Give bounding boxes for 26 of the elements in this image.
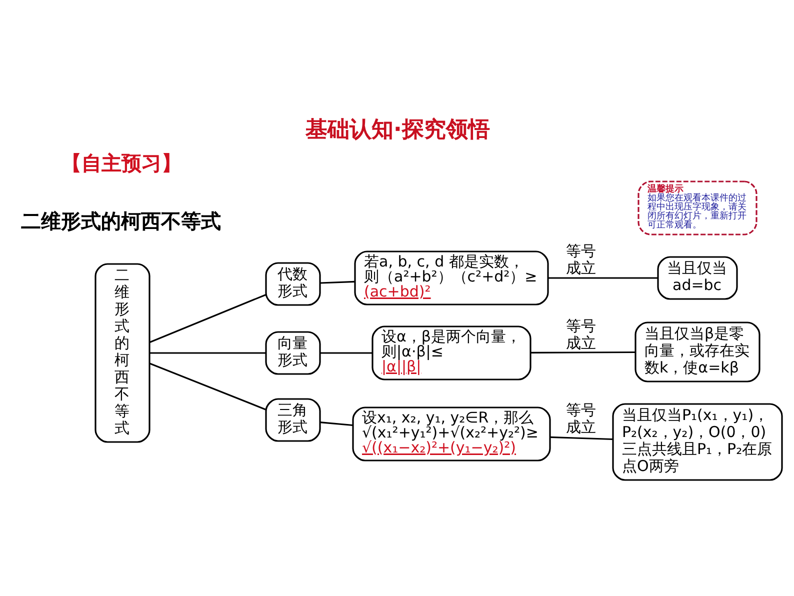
diagram-title: 基础认知·探究领悟	[306, 118, 490, 143]
label: 【自主预习】	[62, 151, 182, 175]
connector	[150, 352, 266, 354]
edge-label: 等号成立	[566, 401, 596, 436]
node-box: 当且仅当β是零向量，或存在实数k，使α=kβ	[634, 322, 760, 382]
node-box: 代数形式	[265, 262, 321, 306]
edge-label: 等号成立	[566, 317, 596, 352]
node-box: 三角形式	[265, 398, 321, 442]
connector	[320, 352, 372, 354]
edge-label: 等号成立	[566, 242, 596, 277]
label: 二维形式的柯西不等式	[21, 209, 221, 233]
node-box: 设α，β是两个向量，则|α·β|≤ |α||β|	[372, 326, 532, 380]
node-box: 若a, b, c, d 都是实数，则（a²+b²）（c²+d²）≥ (ac+bd)²	[354, 250, 549, 306]
node-box: 设x₁, x₂, y₁, y₂∈R，那么√(x₁²+y₁²)+√(x₂²+y₂²)≥ √((x₁−x₂)²+(y₁−y₂)²)	[352, 406, 551, 462]
connector	[150, 362, 266, 410]
node-box: 当且仅当P₁(x₁，y₁)，P₂(x₂，y₂)，O(0，0)三点共线且P₁，P₂在原点O两旁	[612, 403, 783, 481]
connector	[150, 294, 266, 343]
node-box: 温馨提示 如果您在观看本课件的过程中出现压字现象，请关闭所有幻灯片，重新打开可正常观看。	[638, 180, 758, 236]
connector	[548, 277, 658, 279]
connector	[550, 436, 613, 440]
connector	[320, 280, 355, 284]
node-box: 当且仅当ad=bc	[657, 256, 738, 300]
connector	[320, 422, 353, 426]
connector	[530, 351, 636, 354]
node-box: 二维形式的柯西不等式	[94, 263, 150, 443]
node-box: 向量形式	[265, 331, 321, 375]
